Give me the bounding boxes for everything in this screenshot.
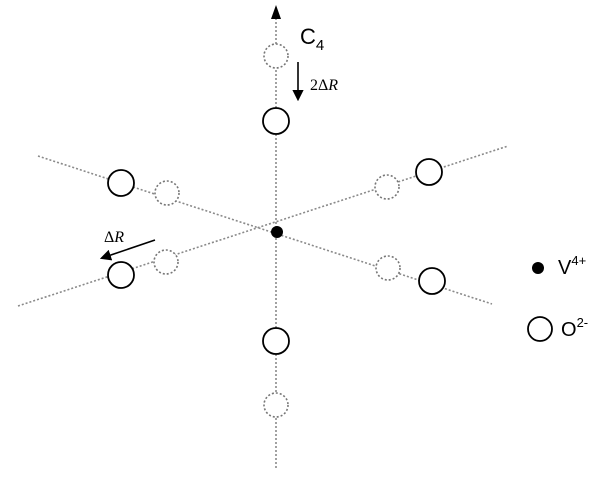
oxygen-displaced-top	[262, 107, 290, 135]
oblique-displacement-arrow	[99, 239, 156, 261]
c4-axis-arrowhead	[271, 5, 281, 19]
oxygen-original-lower-right	[375, 255, 401, 281]
oxygen-original-bottom	[263, 392, 289, 418]
oxygen-displaced-lower-left	[107, 261, 135, 289]
oxygen-original-upper-left	[154, 180, 180, 206]
vertical-displacement-label: 2ΔR	[310, 77, 338, 94]
vanadium-ion-center	[271, 226, 283, 238]
legend-oxygen-marker	[527, 316, 553, 342]
legend-oxygen-label: O2-	[561, 315, 588, 341]
legend-vanadium-label: V4+	[558, 253, 586, 279]
oxygen-original-upper-right	[374, 174, 400, 200]
oxygen-original-lower-left	[153, 249, 179, 275]
oblique-displacement-label: ΔR	[104, 229, 124, 246]
legend-vanadium-marker	[532, 262, 544, 274]
legend: V4+ O2-	[527, 253, 588, 342]
c4-axis-label: C4	[300, 24, 324, 54]
oblique-axis-1	[37, 155, 493, 305]
oxygen-displaced-bottom	[262, 327, 290, 355]
oxygen-displaced-upper-right	[415, 158, 443, 186]
oxygen-original-top	[263, 43, 289, 69]
oxygen-displaced-lower-right	[418, 267, 446, 295]
oxygen-displaced-upper-left	[107, 169, 135, 197]
